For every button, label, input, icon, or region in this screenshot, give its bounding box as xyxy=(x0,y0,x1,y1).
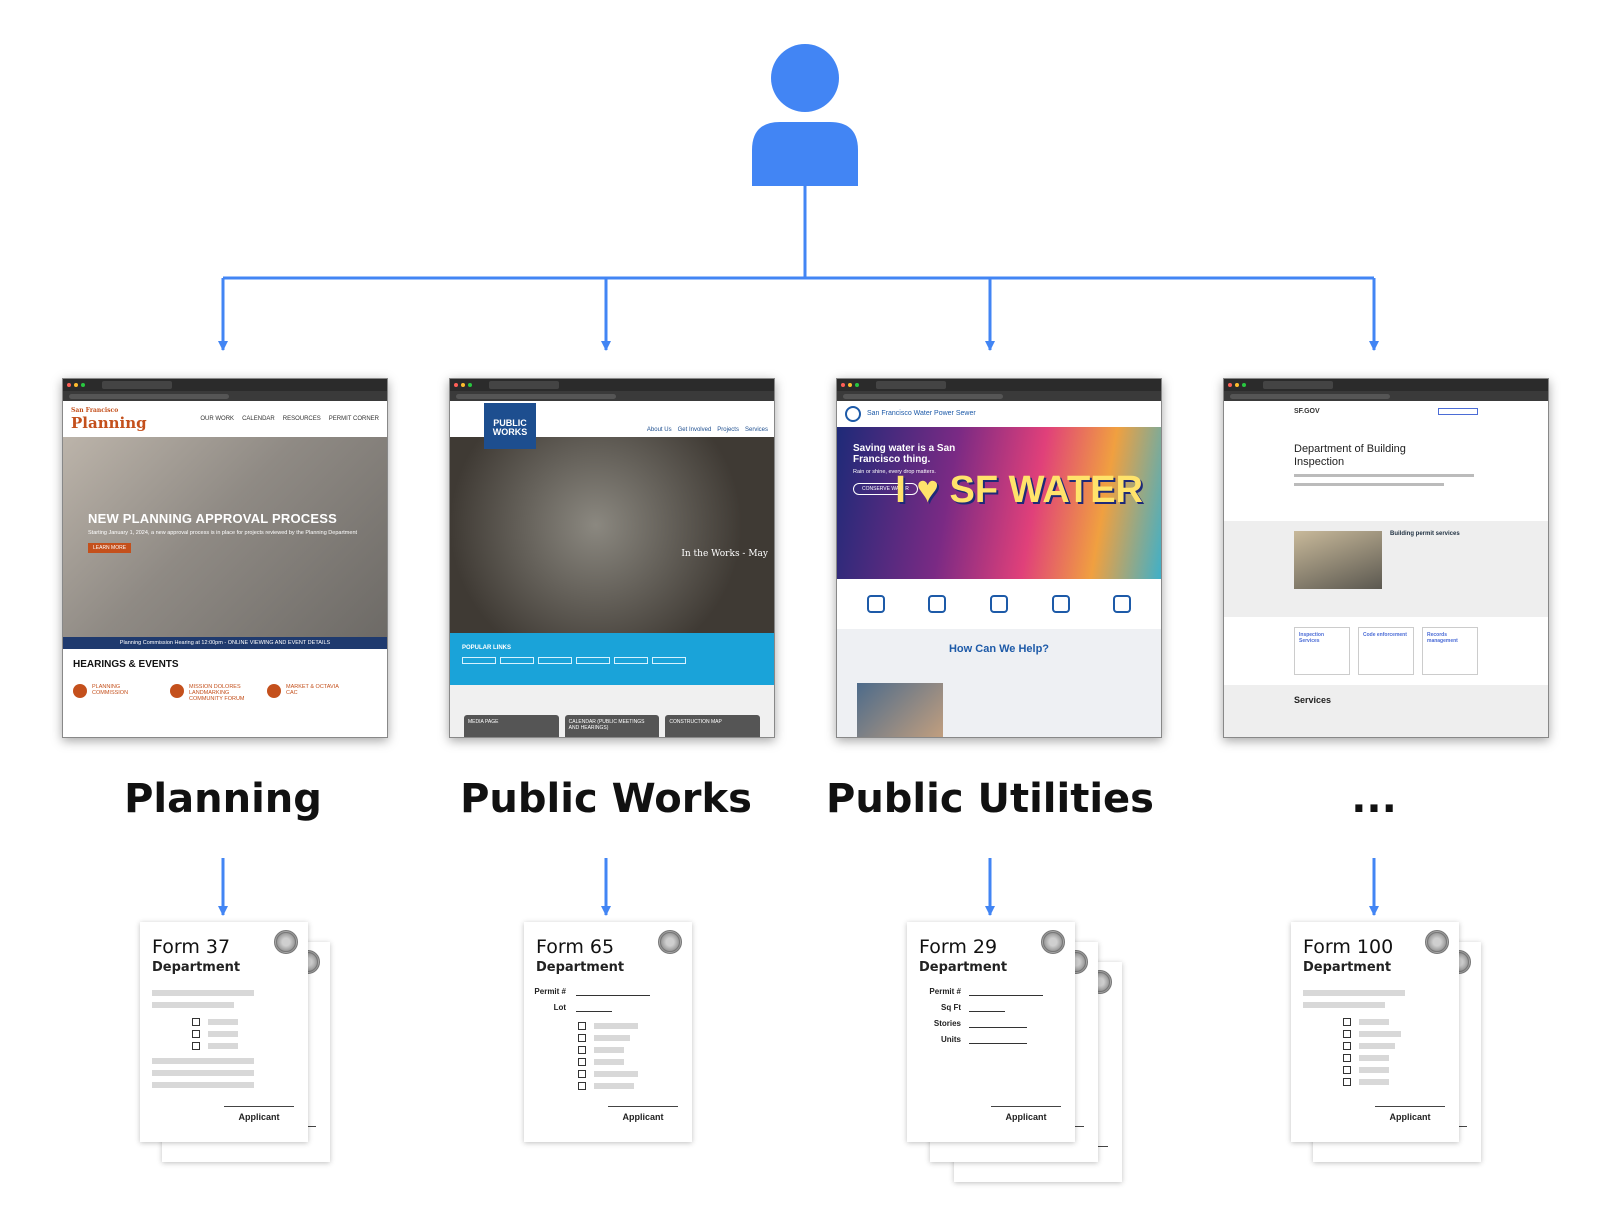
label-public-works: Public Works xyxy=(460,776,752,822)
dbi-title: Department of Building Inspection xyxy=(1294,443,1406,468)
city-seal-icon xyxy=(274,930,298,954)
popular-links: POPULAR LINKS xyxy=(450,633,774,685)
sfgov-logo: SF.GOV xyxy=(1294,407,1320,415)
planning-banner: Planning Commission Hearing at 12:00pm -… xyxy=(63,637,387,649)
planning-section-title: HEARINGS & EVENTS xyxy=(73,659,179,670)
label-planning: Planning xyxy=(124,776,322,822)
public-works-hero: In the Works - May xyxy=(450,437,774,633)
public-works-nav: About Us Get Involved Projects Services xyxy=(646,427,768,433)
search-input xyxy=(1438,407,1478,415)
planning-logo: San Francisco Planning xyxy=(71,406,147,432)
planning-nav: OUR WORK CALENDAR RESOURCES PERMIT CORNE… xyxy=(200,416,379,422)
form-title: Form 100 xyxy=(1303,936,1394,958)
label-other-departments: ... xyxy=(1351,776,1397,822)
form-subtitle: Department xyxy=(152,960,241,975)
public-works-logo: PUBLIC WORKS xyxy=(484,403,536,449)
sfpuc-seal-icon xyxy=(845,406,861,422)
public-works-website-screenshot: PUBLIC WORKS About Us Get Involved Proje… xyxy=(449,378,775,738)
form-title: Form 29 xyxy=(919,936,998,958)
public-utilities-website-screenshot: San Francisco Water Power Sewer Saving w… xyxy=(836,378,1162,738)
city-seal-icon xyxy=(1041,930,1065,954)
form-100: Form 100 Department Applicant xyxy=(1291,922,1459,1142)
user-icon xyxy=(752,44,858,186)
city-seal-icon xyxy=(1425,930,1449,954)
form-subtitle: Department xyxy=(536,960,625,975)
service-icons xyxy=(837,579,1161,629)
form-subtitle: Department xyxy=(1303,960,1392,975)
public-utilities-hero: Saving water is a San Francisco thing. R… xyxy=(837,427,1161,579)
building-inspection-website-screenshot: SF.GOV Department of Building Inspection… xyxy=(1223,378,1549,738)
form-title: Form 37 xyxy=(152,936,231,958)
sf-water-art: I ♥ SF WATER xyxy=(895,469,1143,511)
form-37: Form 37 Department Applicant xyxy=(140,922,308,1142)
form-subtitle: Department xyxy=(919,960,1008,975)
planning-hero-title: NEW PLANNING APPROVAL PROCESS xyxy=(88,511,337,526)
form-title: Form 65 xyxy=(536,936,615,958)
city-seal-icon xyxy=(658,930,682,954)
planning-website-screenshot: San Francisco Planning OUR WORK CALENDAR… xyxy=(62,378,388,738)
sfpuc-logo: San Francisco Water Power Sewer xyxy=(867,410,976,418)
form-29: Form 29 Department Permit # Sq Ft Storie… xyxy=(907,922,1075,1142)
form-65: Form 65 Department Permit # Lot Applican… xyxy=(524,922,692,1142)
browser-chrome xyxy=(63,379,387,391)
label-public-utilities: Public Utilities xyxy=(826,776,1154,822)
planning-hero: NEW PLANNING APPROVAL PROCESS Starting J… xyxy=(63,437,387,637)
